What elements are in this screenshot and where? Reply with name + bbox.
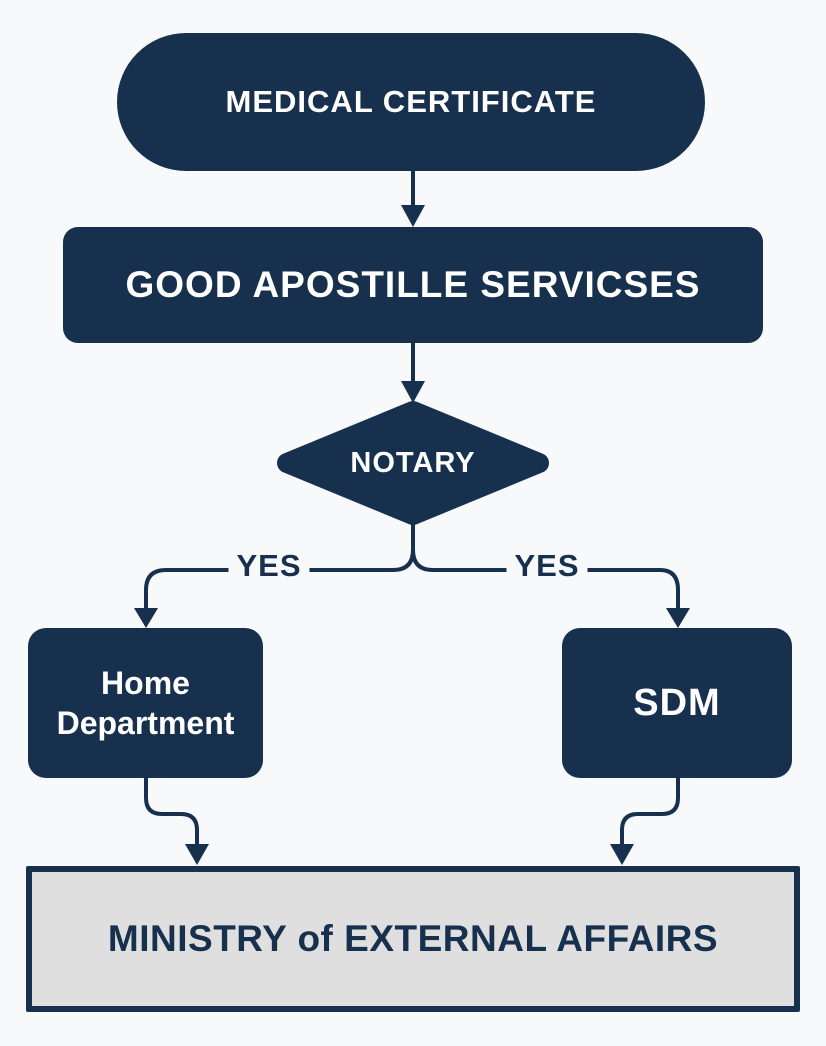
- arrowhead-start-to-service: [401, 205, 425, 227]
- branch-node-home-department: Home Department: [28, 628, 263, 778]
- edge-home-to-final: [144, 778, 199, 846]
- arrowhead-sdm-to-final: [610, 844, 634, 865]
- process-node-apostille-services: GOOD APOSTILLE SERVICSES: [63, 227, 763, 343]
- edge-label-yes-left: YES: [228, 549, 310, 583]
- arrowhead-home-to-final: [185, 844, 209, 865]
- arrowhead-service-to-decision: [401, 381, 425, 403]
- edge-sdm-to-final: [620, 778, 680, 846]
- edge-label-yes-right: YES: [506, 549, 588, 583]
- branch-node-sdm: SDM: [562, 628, 792, 778]
- process-node-label: GOOD APOSTILLE SERVICSES: [125, 264, 701, 305]
- decision-node-label: NOTARY: [350, 447, 476, 479]
- decision-diamond-shape: [277, 401, 549, 525]
- arrowhead-decision-to-sdm: [666, 608, 690, 628]
- sdm-label: SDM: [633, 681, 721, 724]
- home-department-label: Home Department: [56, 665, 235, 741]
- final-node-ministry-external-affairs: MINISTRY of EXTERNAL AFFAIRS: [26, 866, 800, 1012]
- decision-node-notary: NOTARY: [283, 405, 543, 522]
- start-node-label: MEDICAL CERTIFICATE: [225, 84, 597, 119]
- start-node-medical-certificate: MEDICAL CERTIFICATE: [117, 33, 705, 171]
- arrowhead-decision-to-home: [134, 608, 158, 628]
- final-node-label: MINISTRY of EXTERNAL AFFAIRS: [107, 918, 719, 959]
